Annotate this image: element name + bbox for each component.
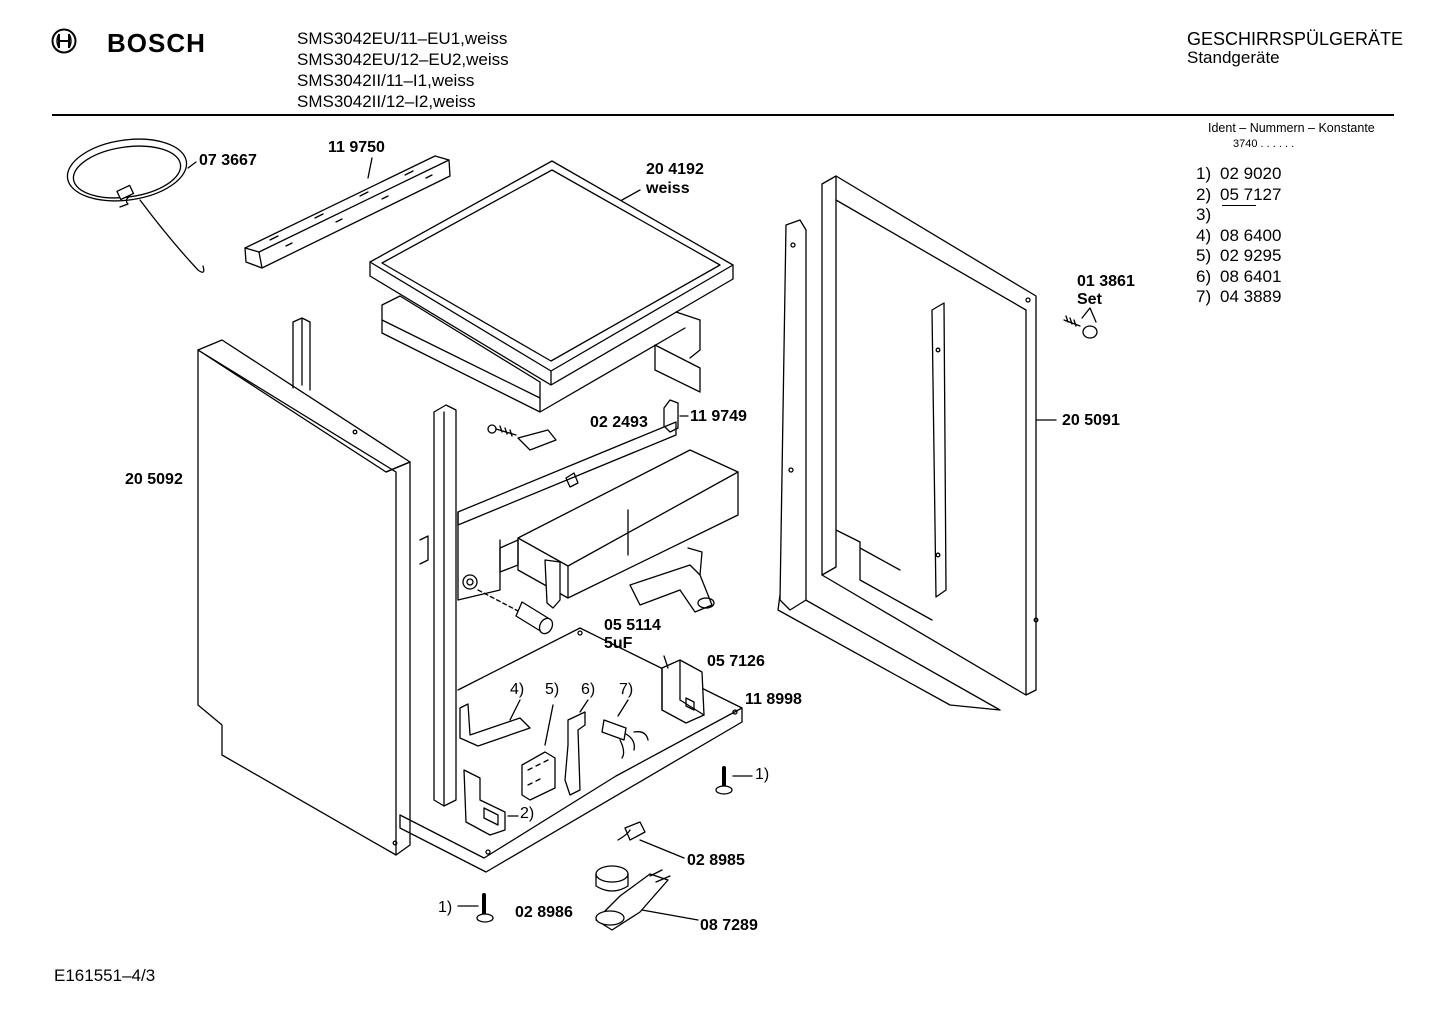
model-line: SMS3042II/11–I1,weiss: [297, 71, 475, 90]
control-module-part: [457, 421, 739, 609]
part-label-087289: 08 7289: [700, 917, 758, 934]
part-label-204192-variant: weiss: [646, 180, 690, 197]
reference-row: 6) 08 6401: [1196, 267, 1281, 288]
model-list: SMS3042EU/11–EU1,weiss SMS3042EU/12–EU2,…: [297, 28, 509, 112]
reference-key: 1): [1196, 164, 1212, 183]
front-door-panel-part: [197, 339, 411, 856]
adjustable-foot-part: [457, 893, 494, 923]
hinge-bracket-part: [463, 769, 519, 836]
reference-value: 08 6401: [1220, 266, 1282, 286]
reference-value: 02 9295: [1220, 246, 1282, 265]
reference-value: 08 6400: [1220, 225, 1282, 245]
bracket-part: [663, 399, 689, 433]
model-line: SMS3042II/12–I2,weiss: [297, 92, 476, 111]
model-line: SMS3042EU/11–EU1,weiss: [297, 29, 508, 48]
part-label-022493: 02 2493: [590, 414, 648, 431]
part-label-013861: 01 3861: [1077, 273, 1135, 290]
base-pan-part: [399, 627, 743, 873]
callout-5: 5): [545, 681, 560, 698]
category-subtitle: Standgeräte: [1187, 48, 1280, 67]
reference-row: 4) 08 6400: [1196, 226, 1281, 247]
bosch-logo-icon: [51, 28, 77, 54]
callout-6: 6): [581, 681, 596, 698]
reference-key: 2): [1196, 184, 1212, 204]
reference-row: 5) 02 9295: [1196, 246, 1281, 267]
drawing-code: E161551–4/3: [54, 966, 156, 985]
reference-row: 7) 04 3889: [1196, 287, 1281, 308]
reference-row: 3): [1196, 205, 1281, 226]
reference-key: 7): [1196, 287, 1212, 306]
screw-clip-part: [487, 424, 557, 451]
insulation-board-part: [381, 295, 701, 413]
part-label-057126: 05 7126: [707, 653, 765, 670]
part-label-204192: 20 4192: [646, 161, 704, 178]
capacitor-part: [477, 589, 554, 635]
reference-value: 04 3889: [1220, 287, 1282, 306]
part-label-028986: 02 8986: [515, 904, 573, 921]
header-divider: [52, 114, 1394, 116]
hose-connector-part: [629, 547, 715, 613]
adjustable-foot-part: [715, 766, 753, 795]
screw-set-part: [1063, 307, 1098, 339]
callout-4: 4): [510, 681, 525, 698]
float-switch-part: [617, 821, 685, 859]
brand-name: BOSCH: [107, 28, 206, 58]
part-label-119750: 11 9750: [328, 139, 385, 156]
reference-list: 1) 02 9020 2) 05 7127 3) 4) 08 6400 5) 02 92…: [1196, 164, 1281, 308]
ident-title: Ident – Nummern – Konstante: [1208, 121, 1375, 135]
part-label-055114: 05 5114: [604, 617, 661, 634]
small-parts-group: [459, 699, 649, 801]
top-rail-part: [244, 155, 451, 269]
reference-value: 02 9020: [1220, 164, 1282, 183]
model-line: SMS3042EU/12–EU2,weiss: [297, 50, 509, 69]
reference-empty-dash: [1222, 205, 1256, 226]
reference-row: 1) 02 9020: [1196, 164, 1281, 185]
reference-key: 5): [1196, 246, 1212, 265]
part-label-028985: 02 8985: [687, 852, 745, 869]
part-label-205092: 20 5092: [125, 471, 183, 488]
float-and-pump-part: [595, 865, 699, 931]
category-title: GESCHIRRSPÜLGERÄTE: [1187, 29, 1404, 49]
reference-row: 2) 05 7127: [1196, 185, 1281, 206]
part-label-073667: 07 3667: [199, 152, 257, 169]
part-label-013861-set: Set: [1077, 291, 1102, 308]
reference-value: 05 7127: [1220, 184, 1282, 204]
part-label-119749: 11 9749: [690, 408, 747, 425]
worktop-panel-part: [369, 160, 734, 386]
side-frame-columns-part: [292, 317, 457, 807]
callout-1-left: 1): [438, 899, 453, 916]
ident-constant: 3740 . . . . . .: [1233, 138, 1295, 150]
callout-2: 2): [520, 805, 535, 822]
power-cord-part: [66, 138, 205, 273]
callout-1-right: 1): [755, 766, 770, 783]
reference-key: 6): [1196, 266, 1212, 286]
part-label-118998: 11 8998: [745, 691, 802, 708]
part-label-205091: 20 5091: [1062, 412, 1120, 429]
reference-key: 3): [1196, 205, 1212, 224]
part-label-055114-rating: 5uF: [604, 635, 633, 652]
side-panel-frame-part: [777, 175, 1057, 711]
reference-key: 4): [1196, 225, 1212, 245]
callout-7: 7): [619, 681, 634, 698]
mounting-bracket-part: [661, 655, 705, 724]
